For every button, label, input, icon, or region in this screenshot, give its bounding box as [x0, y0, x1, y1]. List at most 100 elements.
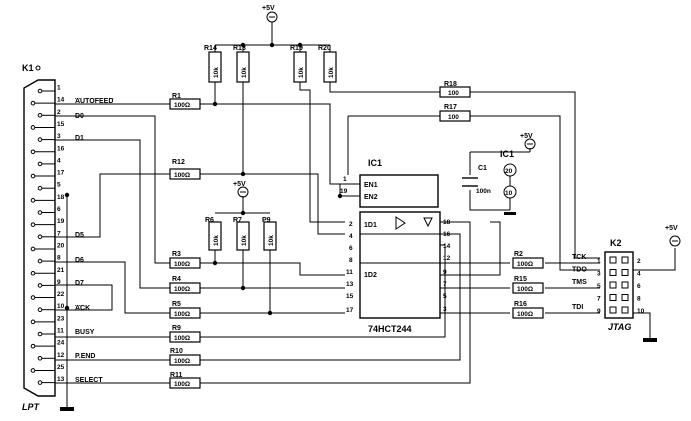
resistor-r19: R19 10k [290, 45, 307, 83]
k2-pin-number: 5 [597, 283, 601, 290]
k1-pin-number: 21 [57, 267, 65, 274]
k2-pin-contact [621, 306, 629, 314]
svg-text:3: 3 [443, 306, 447, 313]
k1-ground-symbol [35, 65, 41, 71]
svg-text:R5: R5 [172, 301, 181, 308]
k1-ground-icon [60, 407, 74, 411]
resistor-r17: R17 100 [439, 104, 471, 122]
resistor-r5: R5 100Ω [169, 301, 201, 319]
k1-pin-contact [37, 258, 43, 264]
k1-connector-body [23, 79, 56, 397]
k1-pin-number: 14 [57, 97, 65, 104]
k1-pin-number: 18 [57, 194, 65, 201]
ic1: IC1 EN1 EN2 1D1 1D2 74HCT244 1 19 2 4 6 … [340, 158, 451, 334]
svg-text:R17: R17 [444, 104, 457, 111]
supply-jtag-label: +5V [665, 225, 678, 232]
k1-pin-number: 25 [57, 364, 65, 371]
svg-text:R4: R4 [172, 276, 181, 283]
svg-text:R14: R14 [204, 45, 217, 52]
k2-name: JTAG [608, 322, 631, 332]
k2-signal-label: TCK [572, 254, 586, 261]
svg-text:5: 5 [443, 293, 447, 300]
svg-text:R11: R11 [170, 372, 183, 379]
svg-text:15: 15 [346, 293, 354, 300]
k1-pin-contact [30, 295, 36, 300]
supply-top: +5V [262, 5, 278, 23]
svg-text:1: 1 [343, 176, 347, 183]
resistor-r10: R10 100Ω [169, 348, 201, 366]
resistor-r14: R14 10k [204, 45, 222, 83]
k1-pin-number: 22 [57, 291, 65, 298]
resistor-p9: P9 10k [262, 217, 277, 251]
k1-pin-number: 19 [57, 218, 65, 225]
k2-ground-icon [643, 338, 657, 342]
k1-pin-contact [37, 380, 43, 385]
k2-signal-label: TDI [572, 304, 583, 311]
signal-select: SELECT [75, 377, 103, 384]
svg-text:16: 16 [443, 231, 451, 238]
k2-pin-number: 1 [597, 258, 601, 265]
svg-text:R20: R20 [318, 45, 331, 52]
k1-pin-contact [37, 210, 43, 215]
supply-ic: +5V [520, 133, 536, 150]
signal-pend: P.END [75, 353, 96, 360]
svg-text:100Ω: 100Ω [174, 358, 190, 365]
k2-pin-number: 4 [637, 271, 641, 278]
svg-text:100: 100 [448, 114, 459, 121]
k1-pin-number: 4 [57, 157, 61, 164]
k1-pin-number: 11 [57, 328, 64, 335]
k1-pin-number: 13 [57, 376, 65, 383]
signal-ack: ACK [75, 305, 90, 312]
svg-text:R12: R12 [172, 159, 185, 166]
k1-pin-number: 6 [57, 206, 61, 213]
svg-text:12: 12 [443, 255, 451, 262]
k1-pin-number: 15 [57, 121, 65, 128]
svg-text:EN1: EN1 [364, 182, 378, 189]
resistor-r2: R2 100Ω [512, 251, 544, 269]
supply-top-label: +5V [262, 5, 275, 12]
resistor-r9: R9 100Ω [169, 325, 201, 343]
svg-text:18: 18 [443, 219, 451, 226]
k2-pin-contact [609, 256, 617, 264]
signal-d5: D5 [75, 232, 84, 239]
svg-text:R18: R18 [444, 81, 457, 88]
junctions [64, 42, 343, 316]
k1-pin-contact [30, 270, 36, 276]
resistor-r7: R7 10k [233, 217, 250, 251]
svg-text:10k: 10k [241, 235, 248, 246]
resistor-r3: R3 100Ω [169, 251, 201, 269]
svg-text:IC1: IC1 [500, 149, 514, 159]
k1-pin-number: 7 [57, 230, 61, 237]
k2: K2 JTAG [604, 238, 634, 332]
k1-pin-contact [37, 283, 43, 288]
k2-pin-contact [621, 281, 629, 289]
k2-pin-number: 2 [637, 258, 641, 265]
k2-pin-number: 7 [597, 296, 601, 303]
k1-pin-number: 8 [57, 255, 61, 262]
svg-text:R1: R1 [172, 93, 181, 100]
svg-text:2: 2 [349, 221, 353, 228]
k2-pin-contact [621, 294, 629, 301]
svg-text:1D2: 1D2 [364, 272, 377, 279]
svg-text:1D1: 1D1 [364, 222, 377, 229]
svg-text:13: 13 [346, 281, 354, 288]
supply-jtag: +5V [665, 225, 681, 247]
k1-pin-contact [30, 173, 36, 179]
svg-text:100Ω: 100Ω [517, 286, 533, 293]
k1-pin-number: 24 [57, 340, 65, 347]
k1-pin-contact [37, 113, 43, 118]
k1-pin-contact [30, 343, 36, 349]
supply-ic-label: +5V [520, 133, 533, 140]
k1-pin-contact [30, 149, 36, 155]
svg-text:100Ω: 100Ω [174, 311, 190, 318]
svg-text:100n: 100n [476, 188, 491, 195]
k2-pin-number: 9 [597, 308, 601, 315]
k2-pin-contact [621, 269, 629, 276]
k1-pin-number: 20 [57, 242, 65, 249]
signal-d7: D7 [75, 280, 84, 287]
svg-text:R3: R3 [172, 251, 181, 258]
resistor-r4: R4 100Ω [169, 276, 201, 294]
k2-pin-contact [621, 256, 629, 264]
k1-pin-number: 10 [57, 303, 65, 310]
